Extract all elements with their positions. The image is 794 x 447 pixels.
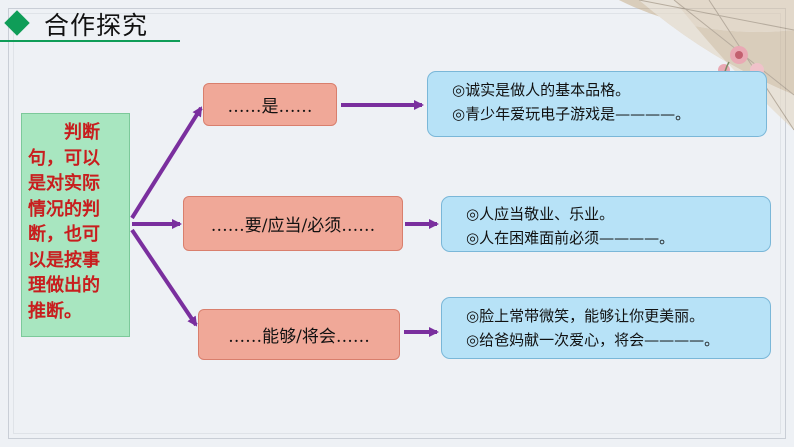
arrow-to-pattern-1 [130,106,203,220]
definition-line: 情况的判 [28,198,100,220]
arrow-to-pattern-3 [130,228,198,327]
example-sentence: ◎诚实是做人的基本品格。 [452,81,631,99]
example-sentence: ◎给爸妈献一次爱心，将会————。 [466,331,720,349]
pattern-box-shi: ……是…… [203,83,337,126]
definition-line: 是对实际 [28,173,100,194]
outer-frame [8,8,786,439]
pattern-box-nenggou: ……能够/将会…… [198,309,400,360]
definition-line: 句，可以 [28,147,100,169]
definition-line: 理做出的 [28,275,100,296]
example-box-1: ◎诚实是做人的基本品格。 ◎青少年爱玩电子游戏是————。 [427,71,767,137]
example-box-2: ◎人应当敬业、乐业。 ◎人在困难面前必须————。 [441,196,771,252]
title-underline [0,40,180,42]
example-box-3: ◎脸上常带微笑，能够让你更美丽。 ◎给爸妈献一次爱心，将会————。 [441,297,771,359]
example-sentence: ◎脸上常带微笑，能够让你更美丽。 [466,307,705,325]
inner-frame [13,13,781,434]
definition-line: 判断 [28,122,100,143]
section-header: 合作探究 [0,0,180,44]
pattern-box-yao: ……要/应当/必须…… [183,196,403,251]
definition-line: 推断。 [28,300,82,322]
example-sentence: ◎青少年爱玩电子游戏是————。 [452,105,691,123]
definition-line: 以是按事 [28,249,100,271]
example-sentence: ◎人在困难面前必须————。 [466,229,675,247]
definition-line: 断，也可 [28,224,100,245]
section-title: 合作探究 [44,11,149,40]
example-sentence: ◎人应当敬业、乐业。 [466,205,615,223]
definition-box: 判断 句，可以 是对实际 情况的判 断，也可 以是按事 理做出的 推断。 [21,113,130,337]
